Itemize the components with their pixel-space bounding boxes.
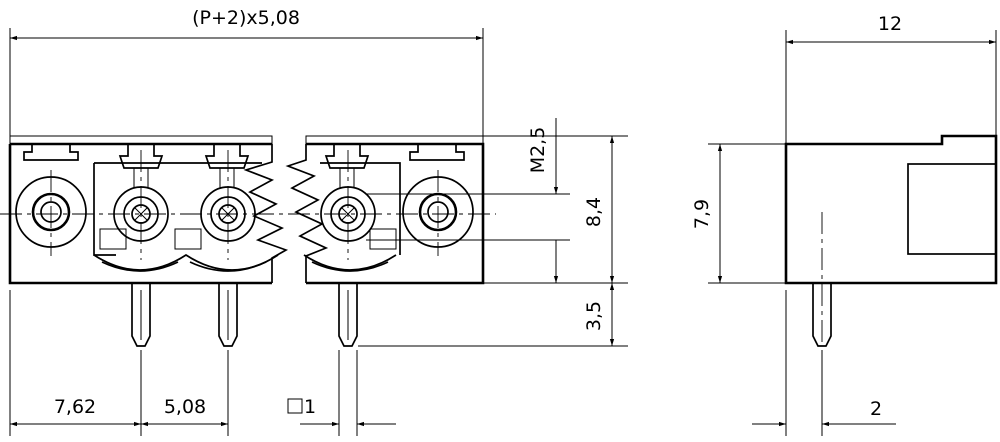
edge-offset-label: 7,62 [54, 396, 96, 418]
thread-label: M2,5 [527, 127, 549, 174]
depth-label: 12 [878, 13, 902, 35]
side-height-label: 7,9 [691, 199, 713, 229]
front-view [0, 135, 496, 347]
pin-length-label: 3,5 [583, 301, 605, 331]
side-offset-label: 2 [870, 398, 882, 420]
pin-square-label: 1 [304, 396, 316, 418]
overall-width-label: (P+2)x5,08 [192, 7, 300, 29]
pitch-height-label: 8,4 [583, 197, 605, 227]
side-view: 12 7,9 2 [691, 13, 998, 436]
front-dimensions: (P+2)x5,08 M2,5 8,4 3,5 7,62 5,08 1 [9, 7, 628, 436]
pitch-label: 5,08 [164, 396, 206, 418]
